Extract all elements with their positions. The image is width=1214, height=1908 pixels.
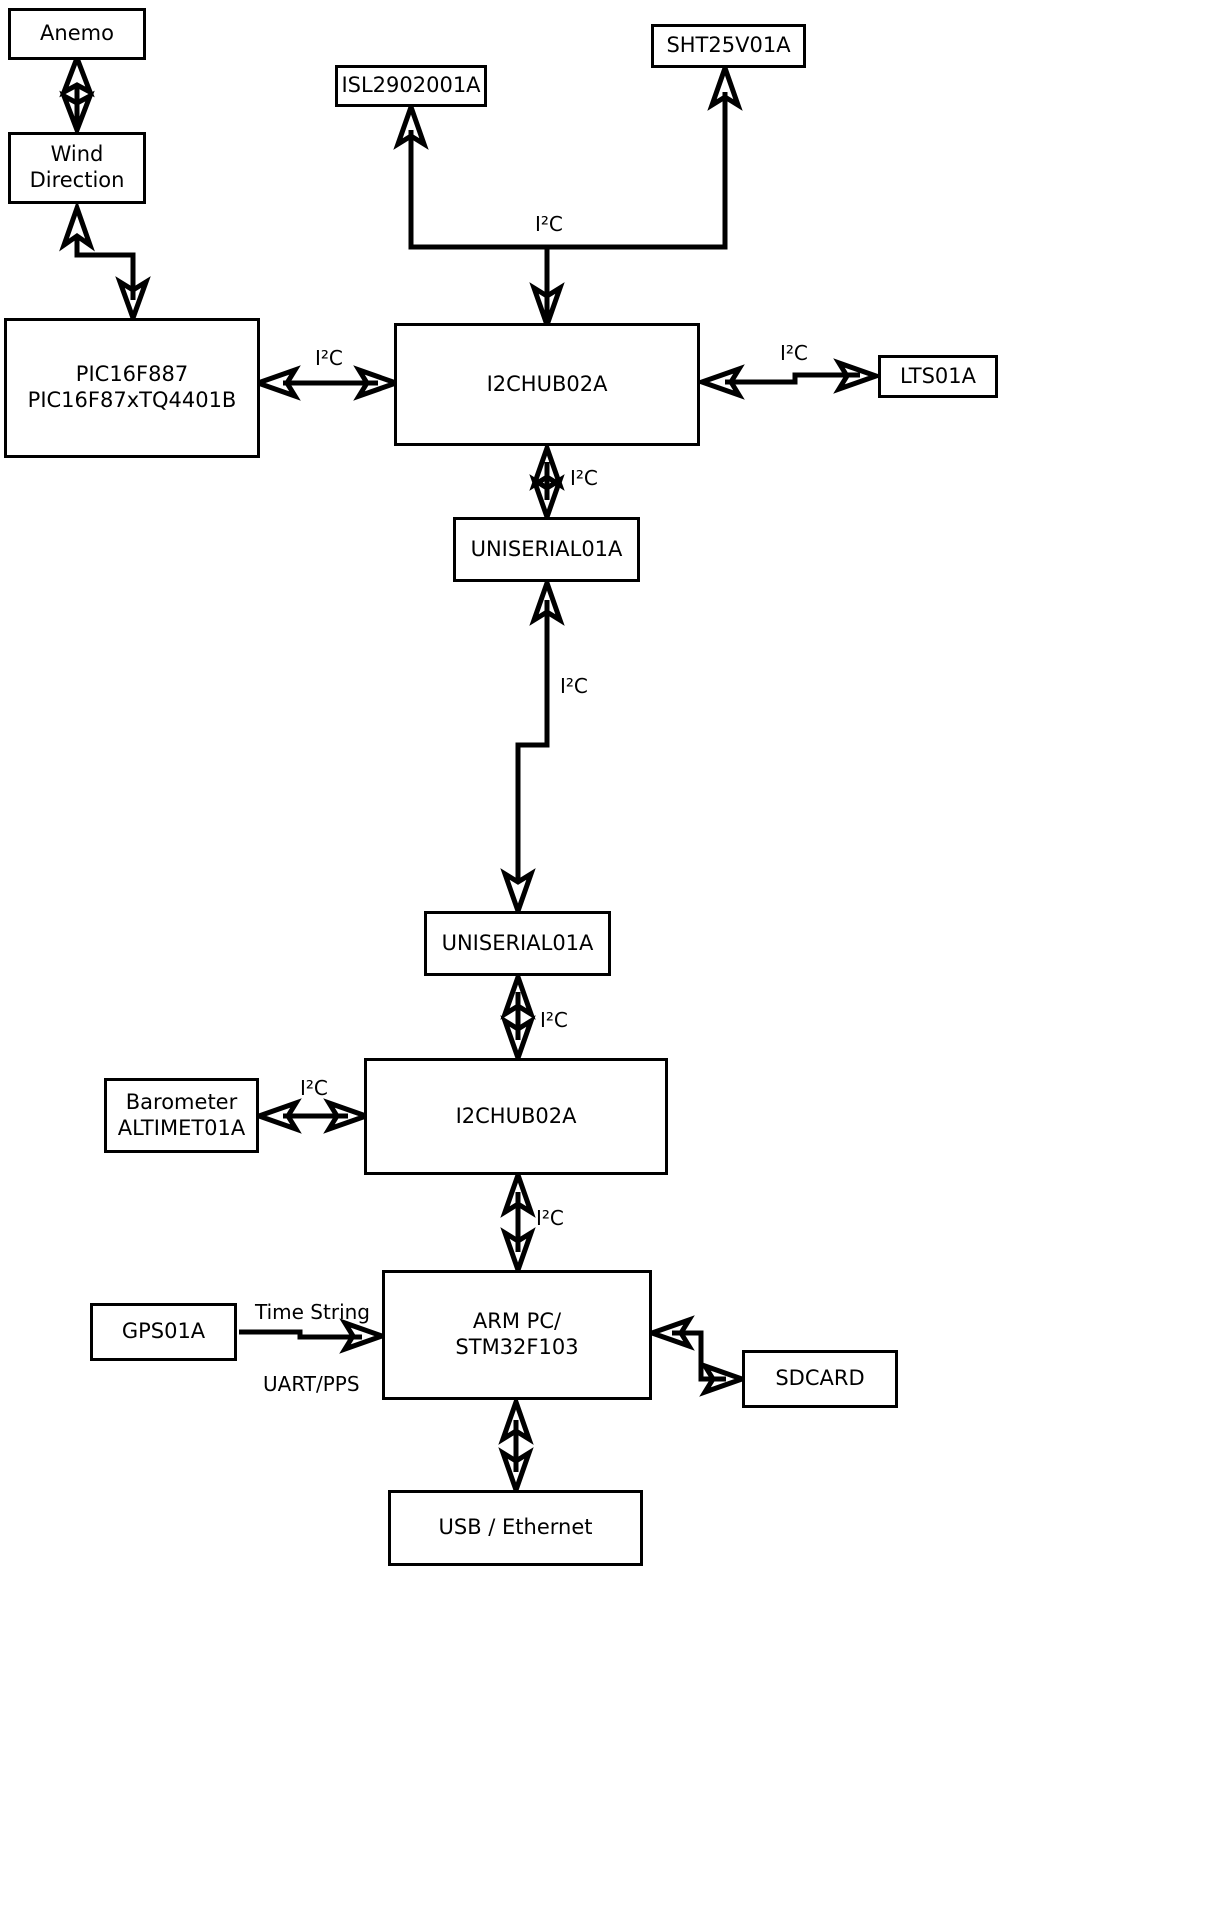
node-lts01a[interactable]: LTS01A [878,355,998,398]
connector-hub-lts [694,358,884,400]
node-usb-ethernet[interactable]: USB / Ethernet [388,1490,643,1566]
connector-anemo-wind [59,50,95,138]
node-barometer-altimet01a[interactable]: Barometer ALTIMET01A [104,1078,259,1153]
node-i2chub02a-bottom[interactable]: I2CHUB02A [364,1058,668,1175]
edge-label-i2c-pic-hub: I²C [315,346,343,370]
edge-label-i2c-hub-arm: I²C [536,1206,564,1230]
connector-uniserial-b-hub [500,969,536,1066]
node-uniserial01a-upper[interactable]: UNISERIAL01A [453,517,640,582]
node-gps01a[interactable]: GPS01A [90,1303,237,1361]
node-anemo[interactable]: Anemo [8,8,146,60]
node-sdcard[interactable]: SDCARD [742,1350,898,1408]
connector-baro-hub [251,1098,374,1134]
edge-label-i2c-uniserial-link: I²C [560,674,588,698]
connector-arm-sdcard [644,1315,750,1397]
connector-gps-arm [239,1318,390,1354]
connector-pic-wind [59,200,151,326]
node-arm-pc-stm32f103[interactable]: ARM PC/ STM32F103 [382,1270,652,1400]
edge-label-time-string: Time String [255,1300,370,1324]
connector-arm-usb [498,1394,534,1498]
connector-hub-uniserial-a [529,440,565,525]
node-isl2902001a[interactable]: ISL2902001A [335,65,487,107]
edge-label-i2c-sensor-bus: I²C [535,212,563,236]
node-pic16f887[interactable]: PIC16F887 PIC16F87xTQ4401B [4,318,260,458]
connector-pic-hub [250,365,404,401]
node-sht25v01a[interactable]: SHT25V01A [651,24,806,68]
edge-label-i2c-baro-hub: I²C [300,1076,328,1100]
node-i2chub02a-top[interactable]: I2CHUB02A [394,323,700,446]
edge-label-i2c-uniserial-hub: I²C [540,1008,568,1032]
connector-uniserial-a-b [500,575,565,919]
node-uniserial01a-lower[interactable]: UNISERIAL01A [424,911,611,976]
edge-label-i2c-hub-lts: I²C [780,341,808,365]
connector-hub-arm [500,1167,536,1278]
node-wind-direction[interactable]: Wind Direction [8,132,146,204]
edge-label-uart-pps: UART/PPS [263,1372,360,1396]
edge-label-i2c-hub-uniserial: I²C [570,466,598,490]
connector-hub-isl-sht [393,60,743,333]
